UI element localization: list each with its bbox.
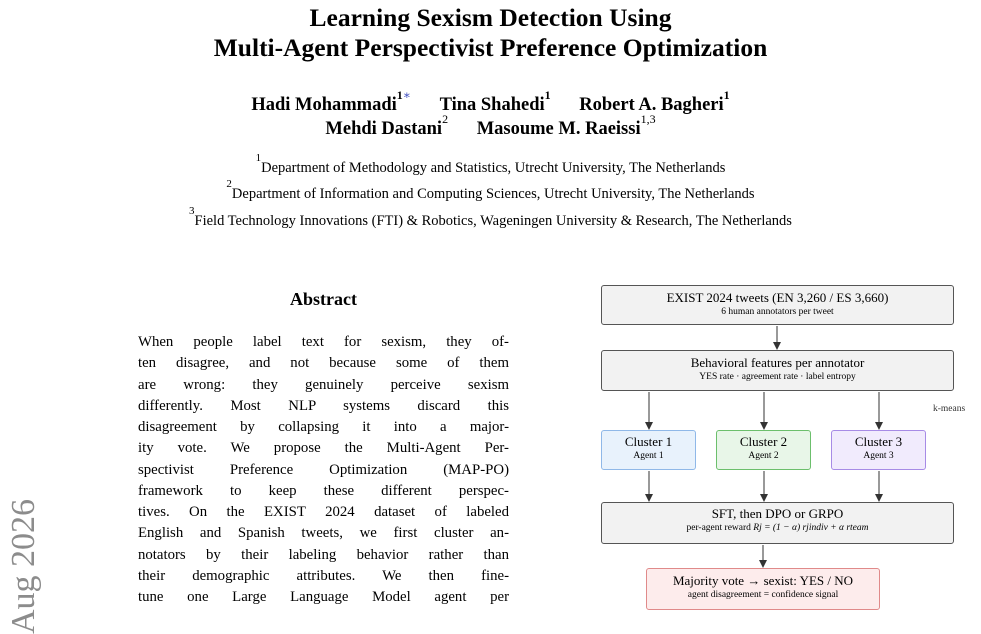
kmeans-label: k-means bbox=[933, 404, 966, 414]
author-masoume-raeissi: Masoume M. Raeissi1,3 bbox=[476, 113, 656, 141]
author-tina-shahedi: Tina Shahedi1 bbox=[439, 89, 551, 117]
author-affiliation-marker: 1 bbox=[723, 87, 730, 102]
affiliation-number: 2 bbox=[226, 178, 232, 191]
cluster-title: Cluster 3 bbox=[854, 434, 903, 449]
author-affiliation-marker: 2 bbox=[442, 111, 449, 126]
author-affiliation-marker: 1∗ bbox=[396, 87, 411, 102]
cluster-agent: Agent 1 bbox=[633, 451, 664, 461]
majority-vote-detail: agent disagreement = confidence signal bbox=[687, 590, 839, 600]
affiliation-1: 1Department of Methodology and Statistic… bbox=[0, 153, 981, 177]
title-line-1: Learning Sexism Detection Using bbox=[309, 3, 672, 32]
author-affiliation-marker: 1 bbox=[544, 87, 551, 102]
abstract-line: tune one Large Language Model agent per bbox=[138, 589, 509, 605]
author-name: Robert A. Bagheri bbox=[579, 95, 724, 115]
arxiv-date-stamp: Aug 2026 bbox=[2, 466, 48, 634]
cluster-title: Cluster 2 bbox=[739, 434, 788, 449]
behavioral-features-title: Behavioral features per annotator bbox=[690, 355, 865, 370]
map-po-pipeline-figure: EXIST 2024 tweets (EN 3,260 / ES 3,660) … bbox=[590, 284, 981, 634]
author-name: Masoume M. Raeissi bbox=[476, 119, 641, 139]
title-line-2: Multi-Agent Perspectivist Preference Opt… bbox=[213, 33, 768, 62]
behavioral-features-list: YES rate · agreement rate · label entrop… bbox=[699, 372, 856, 382]
paper-title: Learning Sexism Detection Using Multi-Ag… bbox=[0, 3, 981, 63]
author-name: Tina Shahedi bbox=[439, 95, 545, 115]
abstract-heading: Abstract bbox=[290, 289, 357, 309]
abstract-line: ity vote. We propose the Multi-Agent Per… bbox=[138, 440, 509, 457]
affiliation-2: 2Department of Information and Computing… bbox=[0, 179, 981, 203]
abstract-line: framework to keep these different perspe… bbox=[138, 482, 509, 499]
abstract-line: spectivist Preference Optimization (MAP-… bbox=[138, 461, 509, 478]
author-robert-bagheri: Robert A. Bagheri1 bbox=[579, 89, 729, 117]
author-affiliation-marker: 1,3 bbox=[640, 111, 656, 126]
cluster-agent: Agent 3 bbox=[863, 451, 894, 461]
majority-vote-title: Majority vote → sexist: YES / NO bbox=[672, 573, 854, 588]
majority-vote-box: Majority vote → sexist: YES / NO agent d… bbox=[646, 568, 880, 610]
training-reward: per-agent reward Rj = (1 − α) rjindiv + … bbox=[602, 522, 953, 535]
abstract-body: When people label text for sexism, they … bbox=[138, 332, 509, 634]
author-name: Mehdi Dastani bbox=[325, 119, 443, 139]
training-title: SFT, then DPO or GRPO bbox=[711, 506, 844, 521]
affiliation-text: Field Technology Innovations (FTI) & Rob… bbox=[194, 213, 792, 229]
author-hadi-mohammadi: Hadi Mohammadi1∗ bbox=[251, 89, 411, 117]
corresponding-author-mark: ∗ bbox=[402, 87, 411, 102]
affiliation-text: Department of Information and Computing … bbox=[231, 186, 755, 202]
abstract-line: disagreement by collapsing it into a maj… bbox=[138, 419, 509, 435]
cluster-2-box: Cluster 2 Agent 2 bbox=[716, 430, 811, 470]
training-box: SFT, then DPO or GRPO per-agent reward R… bbox=[601, 502, 954, 544]
affiliation-text: Department of Methodology and Statistics… bbox=[261, 160, 726, 176]
author-list-line-1: Hadi Mohammadi1∗ Tina Shahedi1 Robert A.… bbox=[0, 89, 981, 117]
cluster-agent: Agent 2 bbox=[748, 451, 779, 461]
affiliation-number: 1 bbox=[255, 152, 262, 165]
pipeline-arrows bbox=[645, 326, 883, 568]
abstract-line: are wrong: they genuinely perceive sexis… bbox=[138, 376, 509, 393]
abstract-line: ten disagree, and not because some of th… bbox=[138, 355, 509, 372]
abstract-line: differently. Most NLP systems discard th… bbox=[138, 397, 509, 414]
cluster-title: Cluster 1 bbox=[624, 434, 673, 449]
behavioral-features-box: Behavioral features per annotator YES ra… bbox=[601, 350, 954, 391]
abstract-line: When people label text for sexism, they … bbox=[138, 334, 509, 350]
abstract-line: tives. On the EXIST 2024 dataset of labe… bbox=[138, 504, 509, 520]
author-name: Hadi Mohammadi bbox=[251, 95, 397, 115]
cluster-1-box: Cluster 1 Agent 1 bbox=[601, 430, 696, 470]
exist-dataset-detail: 6 human annotators per tweet bbox=[721, 307, 834, 317]
arxiv-date-text: Aug 2026 bbox=[5, 498, 42, 634]
cluster-3-box: Cluster 3 Agent 3 bbox=[831, 430, 926, 470]
reward-formula: Rj = (1 − α) rjindiv + α rteam bbox=[753, 523, 869, 533]
abstract-line: English and Spanish tweets, we first clu… bbox=[138, 525, 509, 542]
author-mehdi-dastani: Mehdi Dastani2 bbox=[325, 113, 448, 141]
author-list-line-2: Mehdi Dastani2 Masoume M. Raeissi1,3 bbox=[0, 113, 981, 141]
exist-dataset-box: EXIST 2024 tweets (EN 3,260 / ES 3,660) … bbox=[601, 285, 954, 325]
exist-dataset-title: EXIST 2024 tweets (EN 3,260 / ES 3,660) bbox=[666, 290, 889, 305]
affiliation-number: 3 bbox=[189, 205, 195, 218]
reward-prefix: per-agent reward bbox=[686, 523, 751, 533]
abstract-line: their demographic attributes. We then fi… bbox=[138, 567, 509, 584]
abstract-line: notators by their labeling behavior rath… bbox=[138, 546, 509, 563]
affiliation-3: 3Field Technology Innovations (FTI) & Ro… bbox=[0, 206, 981, 230]
